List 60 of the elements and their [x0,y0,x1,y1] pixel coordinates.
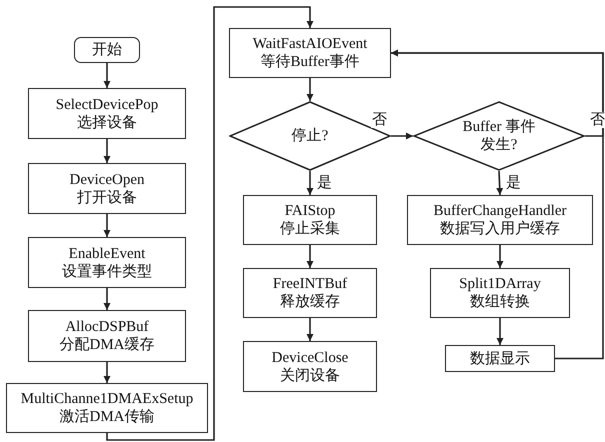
arrow [306,245,314,268]
step-text: 数组转换 [470,293,530,311]
arrow [104,214,110,237]
arrow [104,63,110,88]
function-name: FAIStop [284,202,336,220]
arrow [306,171,314,195]
step-text: 激活DMA传输 [59,408,154,426]
process-box [243,268,377,318]
arrow [106,6,314,441]
process-box [243,341,377,392]
arrow [496,245,504,268]
decision-diamond [413,101,585,171]
arrow [391,50,604,360]
arrow [104,288,110,310]
arrow [306,318,314,341]
process-box [28,310,186,362]
function-name: MultiChanne1DMAExSetup [20,390,194,408]
step-text: 开始 [92,41,122,59]
step-text: 停止采集 [280,220,340,238]
function-name: DeviceOpen [70,170,144,188]
step-text: 停止? [292,127,328,145]
function-name: DeviceClose [272,348,348,366]
process-box [28,88,186,139]
step-text: Buffer 事件发生? [462,118,536,154]
arrow [306,78,314,101]
arrow [104,139,110,163]
step-text: 关闭设备 [280,366,340,384]
process-box [6,383,208,433]
function-name: Split1DArray [459,275,541,293]
arrow [391,132,413,140]
process-box [229,28,391,78]
process-box [243,195,377,245]
arrow [104,362,110,383]
function-name: EnableEvent [68,244,146,262]
edge-label: 否 [371,112,388,128]
function-name: WaitFastAIOEvent [252,35,368,53]
decision-diamond [229,101,391,171]
arrow [496,170,504,196]
step-text: 等待Buffer事件 [260,53,360,71]
process-box [407,195,593,245]
arrow [496,318,504,345]
process-box [430,268,570,318]
step-text: 设置事件类型 [62,262,152,280]
step-text: 分配DMA缓存 [59,336,154,354]
step-text: 打开设备 [77,188,137,206]
process-box [28,163,186,214]
edge-label: 是 [505,175,522,191]
function-name: BufferChangeHandler [433,202,566,220]
start-terminal [74,37,140,63]
step-text: 释放缓存 [280,293,340,311]
step-text: 数据写入用户缓存 [440,220,560,238]
process-box [445,345,555,372]
step-text: 数据显示 [470,350,530,368]
edge-label: 是 [316,175,333,191]
step-text: 选择设备 [77,114,137,132]
function-name: AllocDSPBuf [65,318,149,336]
function-name: FreeINTBuf [272,275,348,293]
function-name: SelectDevicePop [56,96,158,114]
edge-label: 否 [589,112,605,128]
process-box [28,237,186,288]
